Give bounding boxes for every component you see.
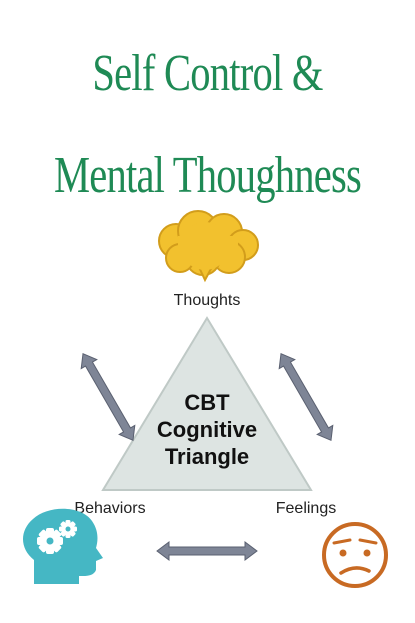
node-label-thoughts: Thoughts	[174, 292, 241, 309]
center-label-line-1: CBT	[184, 390, 230, 415]
thought-cloud-icon	[158, 210, 259, 283]
arrow-behaviors-feelings	[156, 541, 258, 561]
arrow-thoughts-behaviors	[80, 352, 136, 442]
center-label-line-2: Cognitive	[157, 417, 257, 442]
node-label-feelings: Feelings	[276, 500, 336, 517]
center-label-line-3: Triangle	[165, 444, 249, 469]
head-gears-icon	[23, 508, 103, 584]
arrow-thoughts-feelings	[278, 352, 334, 442]
worried-face-icon	[322, 522, 388, 588]
node-label-behaviors: Behaviors	[74, 500, 145, 517]
title-line-2: Mental Thoughness	[53, 147, 362, 204]
cognitive-triangle	[101, 316, 313, 491]
title-line-1: Self Control &	[92, 45, 323, 102]
